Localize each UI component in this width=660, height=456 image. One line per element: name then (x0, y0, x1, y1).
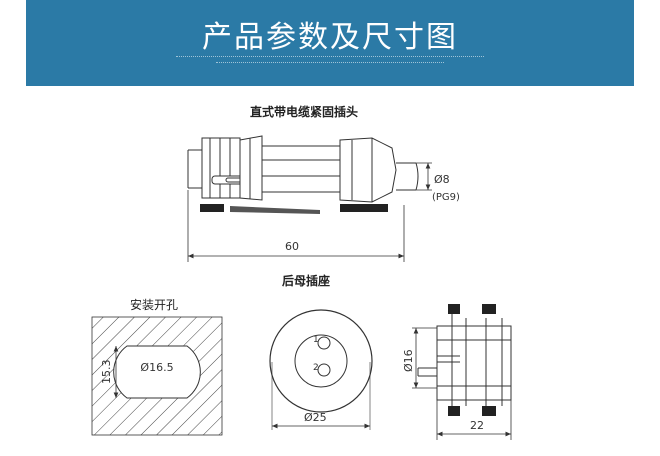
plug-drawing (187, 135, 419, 203)
header-banner: 产品参数及尺寸图 (26, 0, 634, 86)
plug-length-label: 60 (285, 240, 299, 253)
banner-decor-line (216, 62, 444, 63)
page-title: 产品参数及尺寸图 (202, 20, 458, 55)
panel-hole-diameter-label: Ø16.5 (140, 361, 173, 374)
socket-side-length-dim (436, 400, 512, 440)
socket-front-drawing (269, 309, 373, 430)
plug-title: 直式带电缆紧固插头 (250, 105, 359, 119)
panel-hole-drawing (91, 316, 223, 436)
plug-diameter-label: Ø8 (434, 173, 450, 186)
pin-2-label: 2 (313, 363, 319, 373)
plug-seal-parts (200, 204, 388, 214)
socket-side-diameter-label: Ø16 (402, 349, 415, 372)
socket-side-diameter-dim (412, 327, 437, 389)
plug-diameter-dim (400, 162, 432, 191)
socket-side-length-label: 22 (470, 419, 484, 432)
socket-side-seals (448, 304, 496, 416)
plug-pg-label: (PG9) (432, 192, 460, 203)
plug-length-dim (187, 190, 405, 262)
panel-hole-flat-label: 15.3 (100, 360, 113, 385)
socket-title: 后母插座 (282, 274, 331, 288)
panel-hole-title: 安装开孔 (130, 298, 179, 312)
socket-side-drawing (417, 312, 512, 412)
socket-front-diameter-label: Ø25 (304, 411, 327, 424)
banner-decor-line (176, 56, 484, 57)
pin-1-label: 1 (313, 335, 319, 345)
